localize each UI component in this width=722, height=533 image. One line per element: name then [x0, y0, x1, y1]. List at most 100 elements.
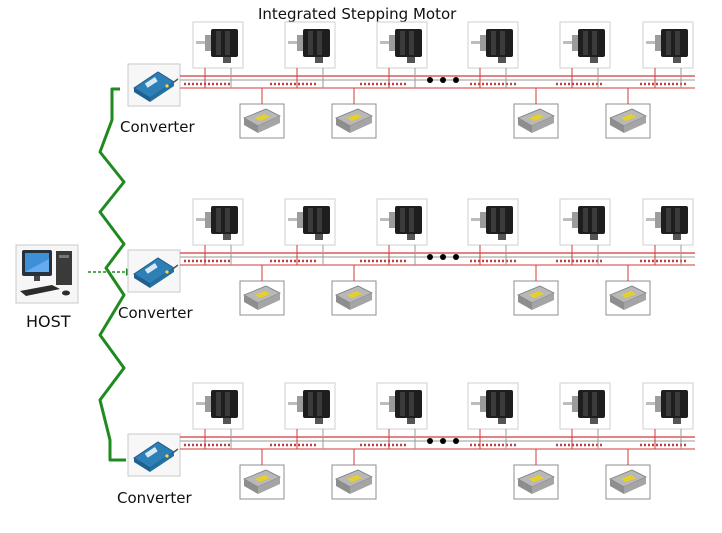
- pc-tower: [56, 251, 72, 285]
- motor-connector: [223, 57, 231, 63]
- psu-front: [350, 116, 372, 133]
- diagram-title: Integrated Stepping Motor: [258, 5, 457, 23]
- motor-rib: [225, 208, 230, 232]
- psu-front: [258, 116, 280, 133]
- power-supply-icon: [605, 280, 651, 316]
- stepping-motor-icon: [467, 382, 519, 430]
- power-supply-icon: [605, 103, 651, 139]
- motor-rib: [675, 208, 680, 232]
- motor-body: [661, 206, 688, 234]
- motor-flange: [655, 396, 662, 412]
- motor-rib: [225, 392, 230, 416]
- motor-shaft: [563, 41, 573, 44]
- motor-shaft: [380, 218, 390, 221]
- motor-body: [211, 29, 238, 57]
- ellipsis-dot: [440, 254, 446, 260]
- psu-side: [610, 118, 624, 133]
- motor-flange: [389, 35, 396, 51]
- motor-connector: [407, 234, 415, 240]
- motor-body: [395, 206, 422, 234]
- psu-front: [532, 293, 554, 310]
- motor-connector: [590, 234, 598, 240]
- psu-front: [624, 477, 646, 494]
- motor-rib: [500, 208, 505, 232]
- psu-front: [258, 293, 280, 310]
- motor-shaft: [471, 41, 481, 44]
- converter-module-icon: [127, 249, 181, 293]
- converter-module-icon: [127, 63, 181, 107]
- motor-rib: [592, 392, 597, 416]
- psu-warning-label: [347, 291, 362, 298]
- stepping-motor-icon: [642, 21, 694, 69]
- psu-side: [244, 479, 258, 494]
- motor-connector: [590, 57, 598, 63]
- power-supply-icon: [513, 103, 559, 139]
- stepping-motor-icon: [192, 21, 244, 69]
- power-supply-icon: [331, 103, 377, 139]
- motor-connector: [498, 234, 506, 240]
- motor-shaft: [196, 218, 206, 221]
- motor-flange: [297, 35, 304, 51]
- stepping-motor-icon: [559, 21, 611, 69]
- motor-flange: [205, 35, 212, 51]
- motor-shaft: [288, 402, 298, 405]
- motor-connector: [223, 418, 231, 424]
- bus-link-line: [98, 87, 126, 462]
- converter-label: Converter: [117, 489, 192, 507]
- motor-rib: [592, 208, 597, 232]
- stepping-motor-icon: [376, 382, 428, 430]
- psu-warning-label: [529, 291, 544, 298]
- converter-side: [134, 274, 150, 288]
- motor-rib: [675, 31, 680, 55]
- motor-connector: [315, 234, 323, 240]
- psu-warning-label: [347, 475, 362, 482]
- motor-shaft: [380, 41, 390, 44]
- motor-rib: [317, 31, 322, 55]
- psu-front: [624, 293, 646, 310]
- converter-label-plate: [144, 263, 158, 274]
- ellipsis-dot: [427, 77, 433, 83]
- motor-rib: [216, 31, 221, 55]
- ellipsis-dot: [453, 254, 459, 260]
- motor-rib: [666, 31, 671, 55]
- motor-flange: [480, 212, 487, 228]
- motor-body: [303, 390, 330, 418]
- motor-rib: [583, 208, 588, 232]
- converter-label: Converter: [120, 118, 195, 136]
- psu-warning-label: [621, 114, 636, 121]
- converter-label: Converter: [118, 304, 193, 322]
- motor-rib: [225, 31, 230, 55]
- screen-glare: [25, 259, 49, 272]
- psu-front: [258, 477, 280, 494]
- motor-body: [661, 390, 688, 418]
- power-supply-icon: [239, 103, 285, 139]
- stepping-motor-icon: [559, 198, 611, 246]
- stepping-motor-icon: [642, 382, 694, 430]
- motor-rib: [666, 208, 671, 232]
- motor-rib: [500, 392, 505, 416]
- motor-connector: [673, 57, 681, 63]
- psu-warning-label: [347, 114, 362, 121]
- motor-connector: [673, 418, 681, 424]
- tower-bay: [59, 255, 69, 258]
- psu-side: [610, 479, 624, 494]
- stepping-motor-icon: [642, 198, 694, 246]
- psu-side: [610, 295, 624, 310]
- motor-connector: [315, 57, 323, 63]
- keyboard: [20, 285, 60, 296]
- psu-front: [350, 477, 372, 494]
- power-supply-icon: [239, 280, 285, 316]
- motor-shaft: [380, 402, 390, 405]
- motor-body: [578, 206, 605, 234]
- stepping-motor-icon: [284, 382, 336, 430]
- motor-rib: [592, 31, 597, 55]
- motor-rib: [216, 208, 221, 232]
- motor-body: [486, 206, 513, 234]
- psu-front: [532, 477, 554, 494]
- psu-warning-label: [255, 114, 270, 121]
- antenna: [173, 448, 179, 453]
- motor-body: [395, 390, 422, 418]
- motor-body: [303, 29, 330, 57]
- motor-flange: [297, 396, 304, 412]
- motor-shaft: [471, 218, 481, 221]
